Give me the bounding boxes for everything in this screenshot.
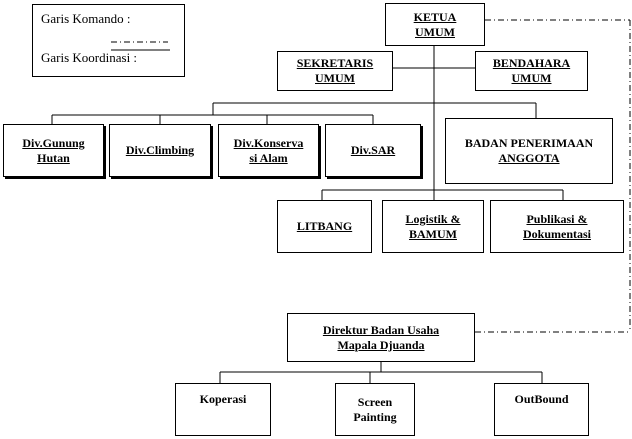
legend-command-label: Garis Komando : bbox=[41, 11, 131, 26]
node-litbang: LITBANG bbox=[277, 200, 372, 253]
node-logistik-bamum: Logistik &BAMUM bbox=[382, 200, 484, 253]
legend-coordination-label: Garis Koordinasi : bbox=[41, 50, 138, 65]
node-div-climbing: Div.Climbing bbox=[109, 124, 211, 177]
node-koperasi: Koperasi bbox=[175, 383, 271, 436]
node-publikasi-dokumentasi: Publikasi &Dokumentasi bbox=[490, 200, 624, 253]
legend-box: Garis Komando : Garis Koordinasi : bbox=[32, 4, 185, 77]
node-div-sar: Div.SAR bbox=[325, 124, 421, 177]
node-outbound: OutBound bbox=[494, 383, 589, 436]
